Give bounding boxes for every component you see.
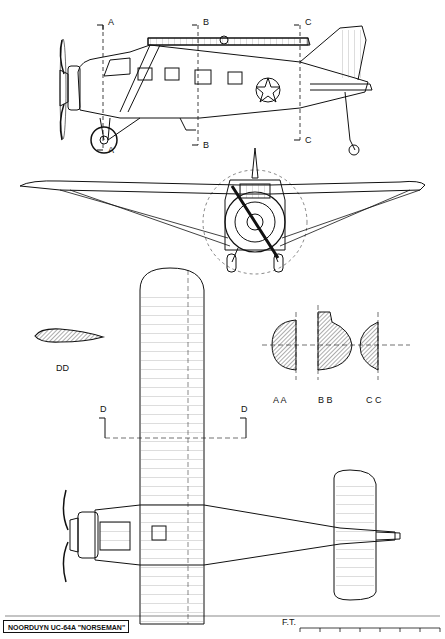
side-view: [60, 26, 372, 155]
front-view: [20, 148, 425, 274]
section-title: B B: [318, 396, 333, 405]
section-title: DD: [56, 364, 69, 373]
section-letter: B: [203, 18, 209, 27]
section-letter: A: [108, 18, 114, 27]
section-letter: A: [108, 146, 114, 155]
section-letter: C: [305, 136, 312, 145]
section-letter: B: [203, 141, 209, 150]
section-letter: D: [100, 405, 107, 414]
section-letter: C: [305, 18, 312, 27]
airfoil-section: [35, 329, 103, 342]
fuselage-sections: [262, 305, 410, 380]
draughtsman-initials: F.T.: [282, 618, 296, 627]
top-view: [5, 268, 440, 632]
section-letter: D: [241, 405, 248, 414]
section-title: C C: [366, 396, 382, 405]
section-lines: [103, 25, 300, 150]
title-text: NOORDUYN UC-64A "NORSEMAN": [8, 624, 124, 631]
section-title: A A: [273, 396, 287, 405]
title-box: NOORDUYN UC-64A "NORSEMAN": [3, 620, 129, 633]
